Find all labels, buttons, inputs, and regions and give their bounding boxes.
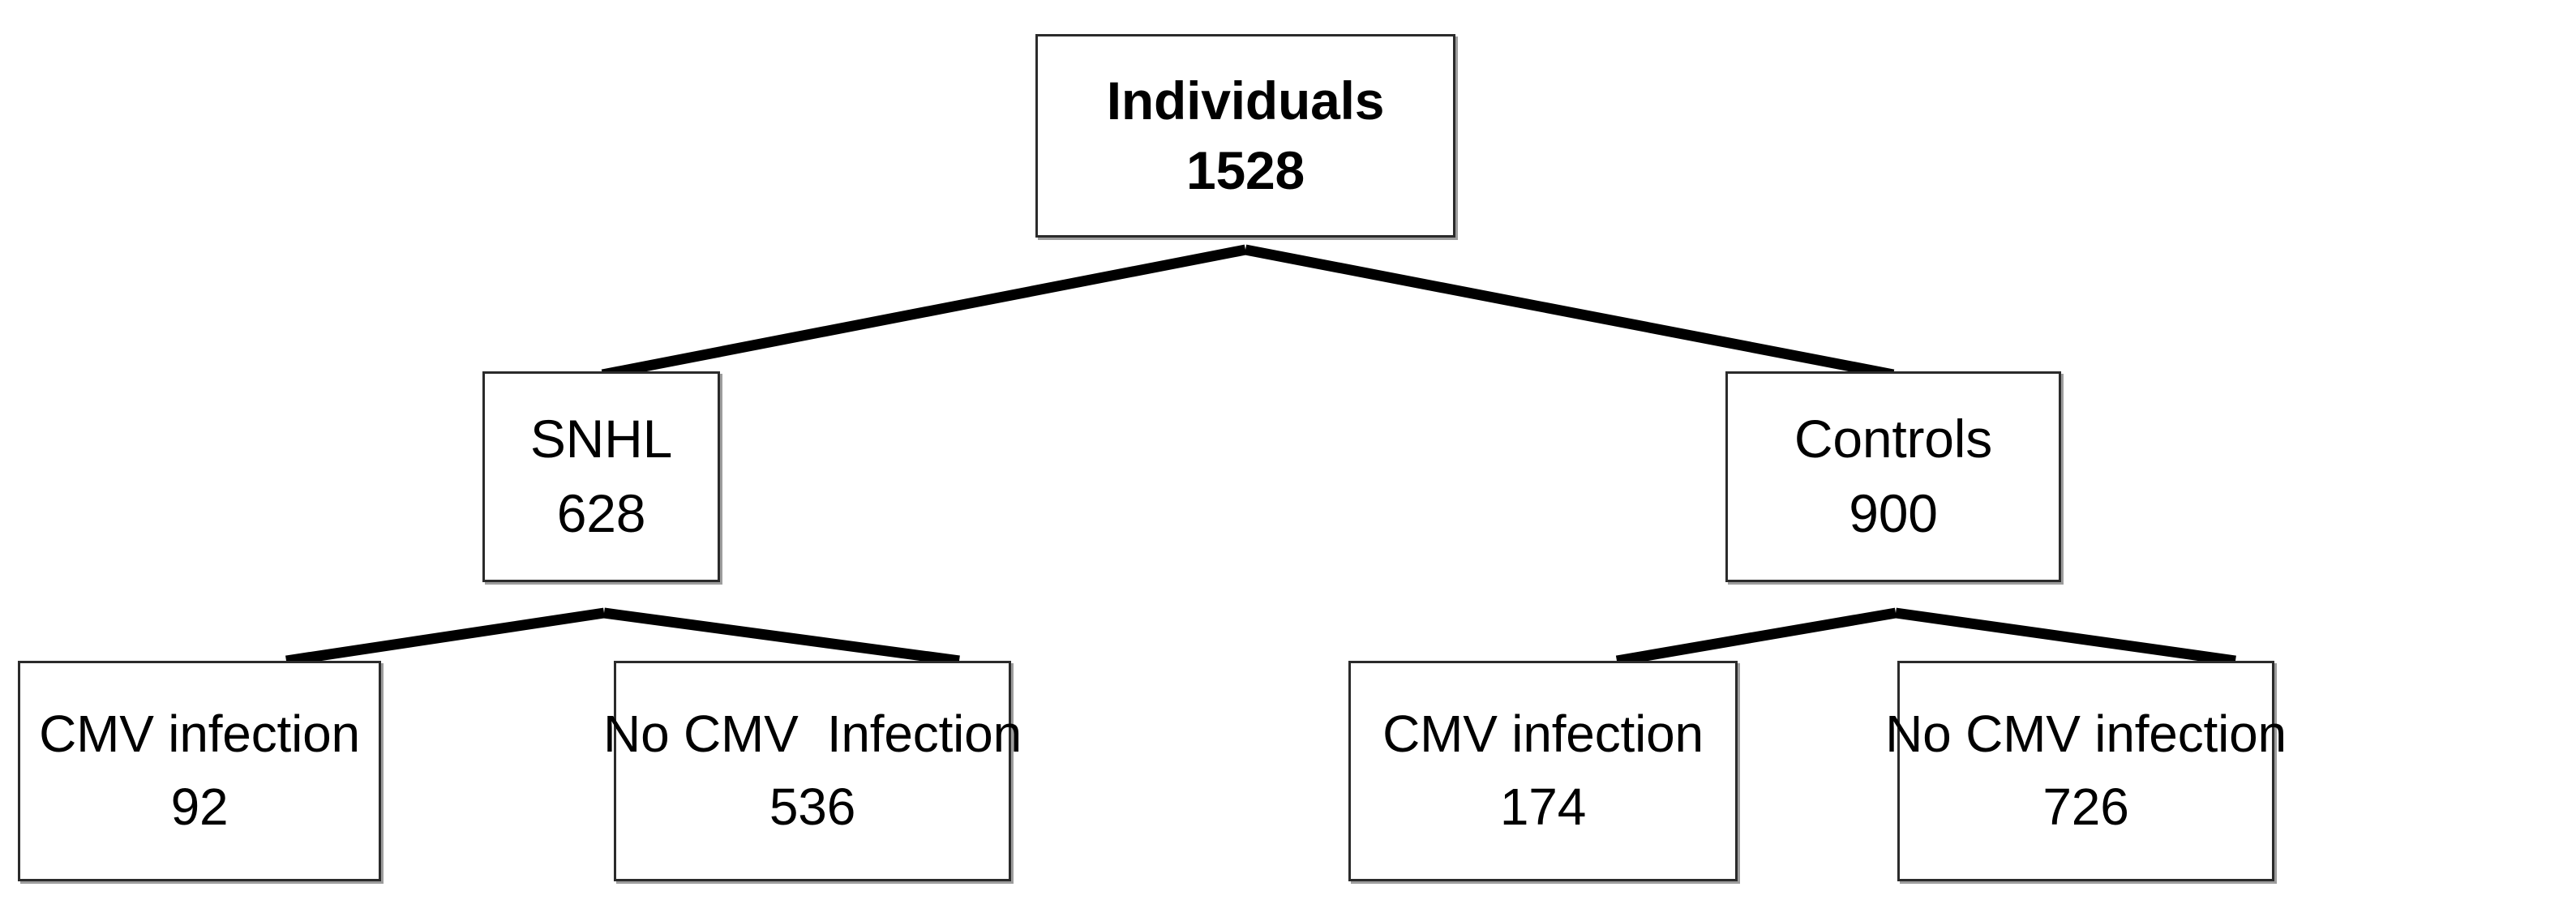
node-snhl-no-cmv-infection[interactable]: No CMV Infection 536 — [603, 661, 1022, 881]
connector-snhl-to-no-cmv-infection — [603, 607, 960, 666]
node-snhl-cmv-infection-label: CMV infection — [39, 705, 360, 764]
node-snhl-cmv-infection-value: 92 — [170, 778, 229, 836]
connector-controls-to-no-cmv-infection — [1895, 607, 2236, 666]
node-individuals[interactable]: Individuals 1528 — [1035, 34, 1455, 238]
node-individuals-value: 1528 — [1185, 139, 1305, 200]
node-controls-no-cmv-infection-value: 726 — [2042, 778, 2129, 836]
node-controls-label: Controls — [1794, 409, 1993, 469]
node-controls-cmv-infection-label: CMV infection — [1382, 705, 1704, 764]
node-controls-cmv-infection-value: 174 — [1499, 778, 1587, 836]
node-controls-no-cmv-infection-label: No CMV infection — [1885, 705, 2287, 764]
connector-root-to-snhl — [601, 244, 1247, 380]
connector-controls-to-cmv-infection — [1615, 607, 1897, 666]
connector-snhl-to-cmv-infection — [285, 607, 605, 666]
node-controls-cmv-infection[interactable]: CMV infection 174 — [1348, 661, 1738, 881]
node-snhl-value: 628 — [556, 483, 646, 543]
node-snhl-label: SNHL — [529, 409, 673, 469]
node-snhl-no-cmv-infection-value: 536 — [769, 778, 856, 836]
node-individuals-label: Individuals — [1106, 70, 1385, 131]
node-controls-value: 900 — [1849, 483, 1938, 543]
node-snhl-no-cmv-infection-label: No CMV Infection — [603, 705, 1022, 764]
node-snhl[interactable]: SNHL 628 — [482, 371, 720, 582]
connector-root-to-controls — [1244, 244, 1895, 380]
node-controls-no-cmv-infection[interactable]: No CMV infection 726 — [1885, 661, 2287, 881]
node-snhl-cmv-infection[interactable]: CMV infection 92 — [18, 661, 381, 881]
node-controls[interactable]: Controls 900 — [1725, 371, 2061, 582]
